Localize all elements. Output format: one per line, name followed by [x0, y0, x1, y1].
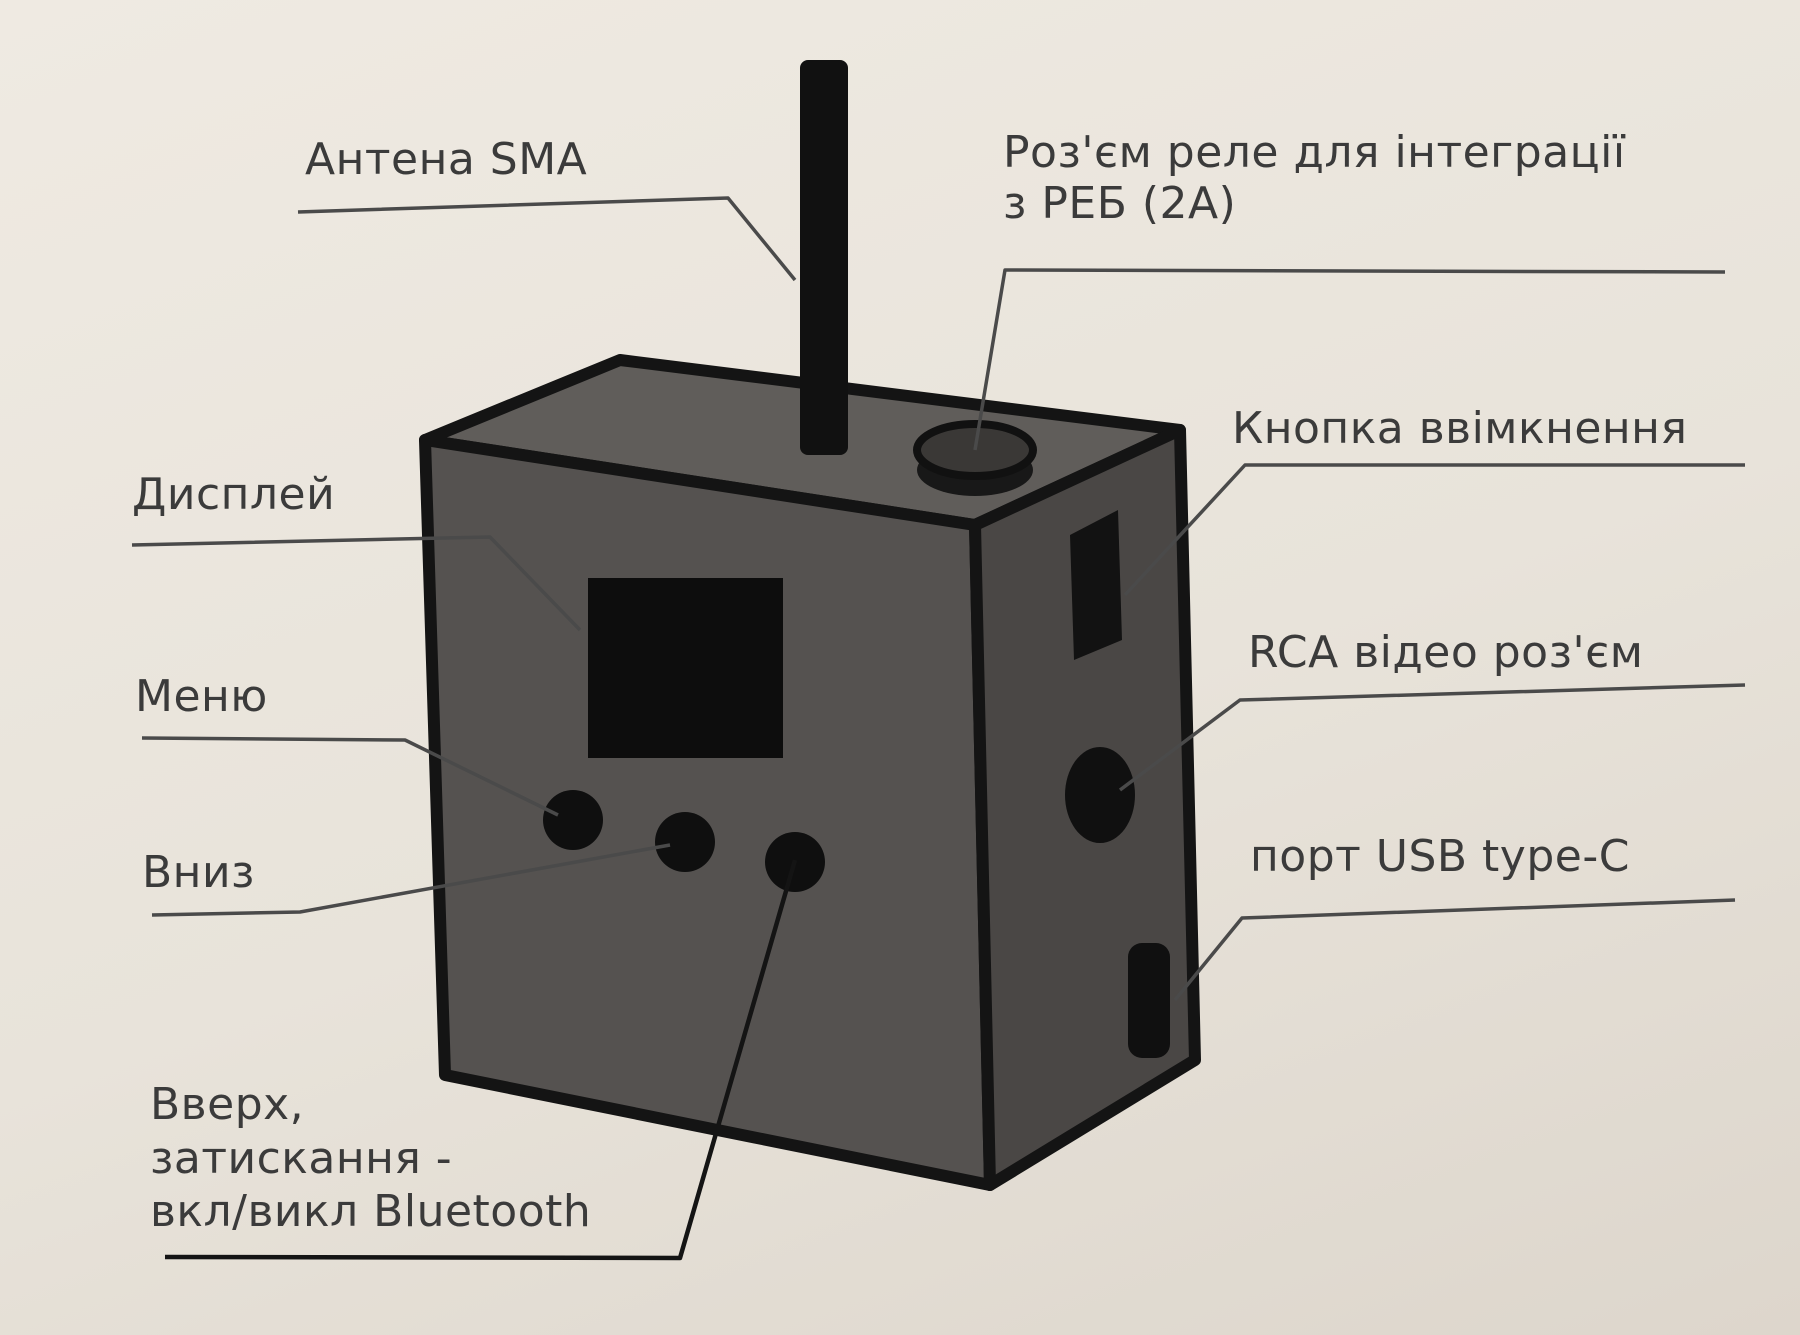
down-leader-line — [151, 843, 671, 917]
display-leader-line — [131, 535, 582, 632]
up-leader-line — [164, 859, 798, 1261]
menu-button-icon — [543, 790, 603, 850]
relay-connector-label: Роз'єм реле для інтеграції з РЕБ (2А) — [1003, 127, 1626, 229]
up-button-label-line1: Вверх, — [150, 1079, 305, 1130]
power-button-label: Кнопка ввімкнення — [1232, 403, 1688, 454]
power-button-leader-line — [1123, 463, 1745, 597]
relay-connector-label-line2: з РЕБ (2А) — [1003, 177, 1237, 229]
usb-port-icon — [1128, 943, 1170, 1058]
up-button-label-line3: вкл/викл Bluetooth — [150, 1186, 592, 1238]
rca-leader-line — [1118, 683, 1746, 792]
device-front-face — [419, 434, 996, 1191]
menu-label: Меню — [135, 671, 268, 722]
relay-connector-icon — [913, 420, 1037, 496]
down-button-icon — [655, 812, 715, 872]
up-button-label: Вверх, затискання - вкл/викл Bluetooth — [150, 1078, 591, 1239]
rca-video-connector-icon — [1065, 747, 1135, 843]
antenna-leader-line — [297, 196, 797, 282]
relay-leader-line — [973, 268, 1726, 451]
usb-leader-line — [1173, 898, 1736, 1002]
down-label: Вниз — [142, 847, 255, 898]
menu-leader-line — [141, 736, 559, 817]
antenna-label: Антена SMA — [305, 134, 588, 185]
usb-port-label: порт USB type-C — [1250, 831, 1630, 882]
display-label: Дисплей — [132, 469, 336, 520]
rca-video-label: RCA відео роз'єм — [1248, 627, 1644, 678]
antenna-icon — [800, 60, 848, 455]
power-button-icon — [1070, 510, 1122, 660]
display-screen-icon — [588, 578, 783, 758]
up-button-label-line2: затискання - — [150, 1132, 453, 1184]
relay-connector-label-line1: Роз'єм реле для інтеграції — [1003, 127, 1626, 178]
